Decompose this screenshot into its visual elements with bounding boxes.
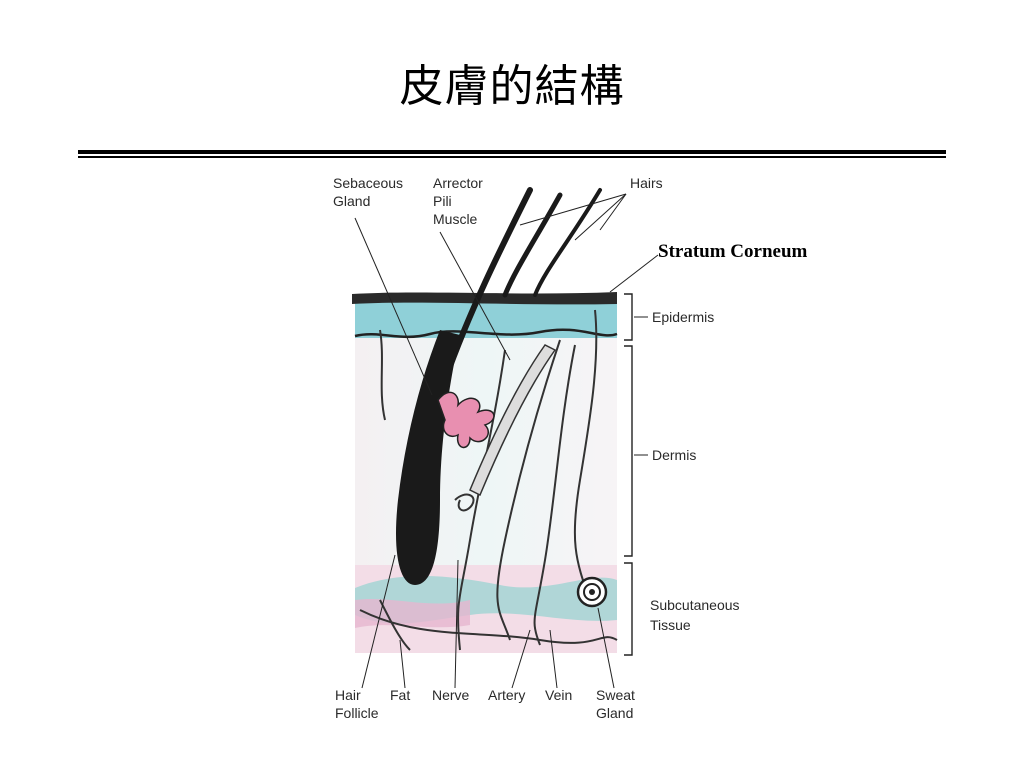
label-sebaceous-gland: Sebaceous Gland [333, 175, 407, 209]
label-arrector-pili-muscle: Arrector Pili Muscle [433, 175, 487, 227]
label-subcutaneous-tissue: Subcutaneous Tissue [650, 597, 743, 633]
leader-lines [354, 193, 659, 689]
layer-brackets [624, 293, 648, 656]
subcutaneous-pink-wave [355, 598, 470, 628]
arrector-pili-muscle [469, 344, 557, 497]
sweat-gland [576, 576, 608, 608]
label-epidermis: Epidermis [652, 309, 714, 325]
sebaceous-gland [437, 391, 495, 449]
nerve-ending [454, 493, 475, 512]
label-hairs: Hairs [630, 175, 663, 191]
label-sweat-gland: Sweat Gland [596, 687, 639, 721]
label-artery: Artery [488, 687, 525, 703]
label-vein: Vein [545, 687, 572, 703]
slide-title: 皮膚的結構 [399, 61, 625, 112]
label-stratum-corneum: Stratum Corneum [658, 241, 808, 262]
label-fat: Fat [390, 687, 410, 703]
label-hair-follicle: Hair Follicle [335, 687, 379, 721]
label-nerve: Nerve [432, 687, 470, 703]
stratum-corneum-line [352, 292, 617, 305]
title-divider-thick [78, 150, 946, 154]
label-dermis: Dermis [652, 447, 696, 463]
dermis-layer [355, 335, 617, 565]
title-divider-thin [78, 156, 946, 158]
epidermis-lower-edge [354, 328, 618, 339]
